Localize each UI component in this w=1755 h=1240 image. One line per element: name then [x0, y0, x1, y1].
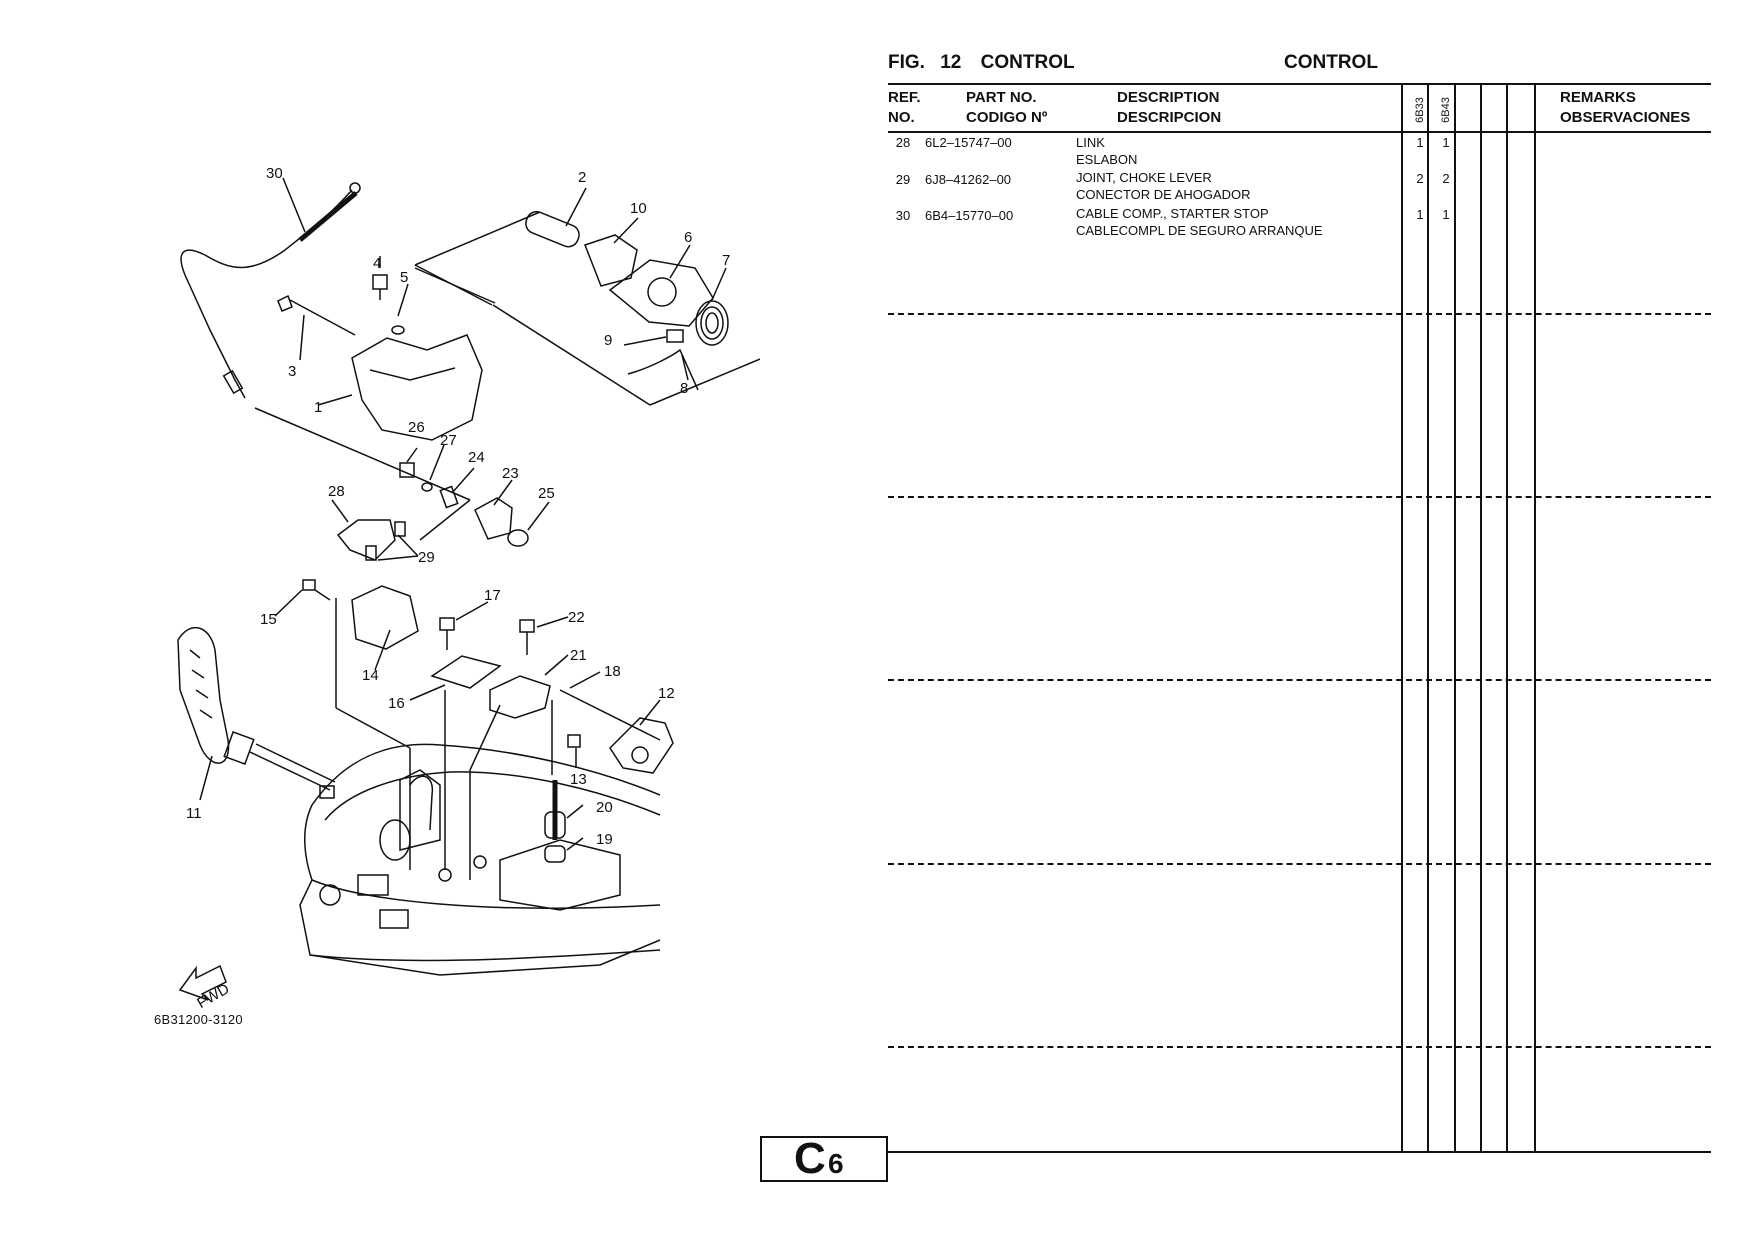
callout-1: 1 [314, 399, 322, 416]
callout-28: 28 [328, 483, 345, 500]
row-part-no: 6B4–15770–00 [925, 208, 1014, 223]
remarks-header: REMARKS OBSERVACIONES [1560, 89, 1691, 126]
callout-3: 3 [288, 363, 296, 380]
row-qty-6b33: 1 [1416, 135, 1424, 150]
callout-21: 21 [570, 647, 587, 664]
diagram-code: 6B31200-3120 [154, 1012, 243, 1027]
row-qty-6b33: 2 [1416, 171, 1424, 186]
callout-17: 17 [484, 587, 501, 604]
callout-20: 20 [596, 799, 613, 816]
col-rule-5 [1506, 83, 1508, 1151]
callout-8: 8 [680, 380, 688, 397]
callout-13: 13 [570, 771, 587, 788]
model-6b33-header: 6B33 [1414, 97, 1426, 123]
fig-title-es: CONTROL [1284, 52, 1378, 73]
section-divider [888, 313, 1711, 315]
part-header: PART NO. CODIGO Nº [966, 89, 1048, 126]
callout-labels: 30 2 10 6 7 4 5 3 1 9 8 26 27 24 23 25 2… [186, 165, 730, 848]
callout-29: 29 [418, 549, 435, 566]
callout-10: 10 [630, 200, 647, 217]
callout-11: 11 [186, 805, 202, 822]
fig-title-en: CONTROL [980, 52, 1075, 73]
row-desc-es: CABLECOMPL DE SEGURO ARRANQUE [1076, 223, 1323, 238]
row-part-no: 6L2–15747–00 [925, 135, 1012, 150]
row-desc-en: JOINT, CHOKE LEVER [1076, 170, 1212, 185]
fig-number: 12 [940, 52, 962, 73]
callout-9: 9 [604, 332, 612, 349]
callout-6: 6 [684, 229, 692, 246]
callout-27: 27 [440, 432, 457, 449]
callout-5: 5 [400, 269, 408, 286]
fwd-label: FWD [194, 980, 232, 1012]
callout-15: 15 [260, 611, 277, 628]
callout-4: 4 [373, 255, 381, 272]
callout-2: 2 [578, 169, 586, 186]
row-qty-6b43: 1 [1442, 207, 1450, 222]
row-desc-es: ESLABON [1076, 152, 1138, 167]
row-ref: 30 [895, 208, 911, 223]
row-qty-6b43: 1 [1442, 135, 1450, 150]
section-divider [888, 863, 1711, 865]
header-bottom-rule [888, 131, 1711, 133]
row-desc-en: CABLE COMP., STARTER STOP [1076, 206, 1269, 221]
diagram-drawing: FWD 30 2 10 6 7 4 5 3 1 9 8 26 27 24 23 … [177, 165, 760, 1012]
row-part-no: 6J8–41262–00 [925, 172, 1012, 187]
callout-22: 22 [568, 609, 585, 626]
callout-23: 23 [502, 465, 519, 482]
section-divider [888, 496, 1711, 498]
col-rule-4 [1480, 83, 1482, 1151]
callout-19: 19 [596, 831, 613, 848]
row-qty-6b43: 2 [1442, 171, 1450, 186]
callout-7: 7 [722, 252, 730, 269]
row-ref: 29 [895, 172, 911, 187]
table-top-rule [888, 83, 1711, 85]
col-rule-2 [1427, 83, 1429, 1151]
row-qty-6b33: 1 [1416, 207, 1424, 222]
section-divider [888, 1046, 1711, 1048]
col-rule-1 [1401, 83, 1403, 1151]
row-desc-en: LINK [1076, 135, 1105, 150]
col-rule-3 [1454, 83, 1456, 1151]
model-6b43-header: 6B43 [1440, 97, 1452, 123]
page-number: 6 [828, 1148, 844, 1179]
callout-16: 16 [388, 695, 405, 712]
fig-label: FIG. [888, 52, 925, 73]
table-bottom-rule [886, 1151, 1711, 1153]
callout-24: 24 [468, 449, 485, 466]
callout-12: 12 [658, 685, 675, 702]
callout-30: 30 [266, 165, 283, 182]
callout-14: 14 [362, 667, 379, 684]
callout-25: 25 [538, 485, 555, 502]
callout-18: 18 [604, 663, 621, 680]
row-desc-es: CONECTOR DE AHOGADOR [1076, 187, 1251, 202]
ref-header: REF. NO. [888, 89, 921, 126]
section-divider [888, 679, 1711, 681]
col-rule-6 [1534, 83, 1536, 1151]
page-letter: C [794, 1134, 826, 1183]
row-ref: 28 [895, 135, 911, 150]
figure-title: FIG. 12 CONTROL [888, 52, 1075, 74]
exploded-parts-diagram: FWD 30 2 10 6 7 4 5 3 1 9 8 26 27 24 23 … [0, 0, 760, 1100]
callout-26: 26 [408, 419, 425, 436]
page-number-box: C 6 [760, 1134, 888, 1183]
description-header: DESCRIPTION DESCRIPCION [1117, 89, 1222, 126]
